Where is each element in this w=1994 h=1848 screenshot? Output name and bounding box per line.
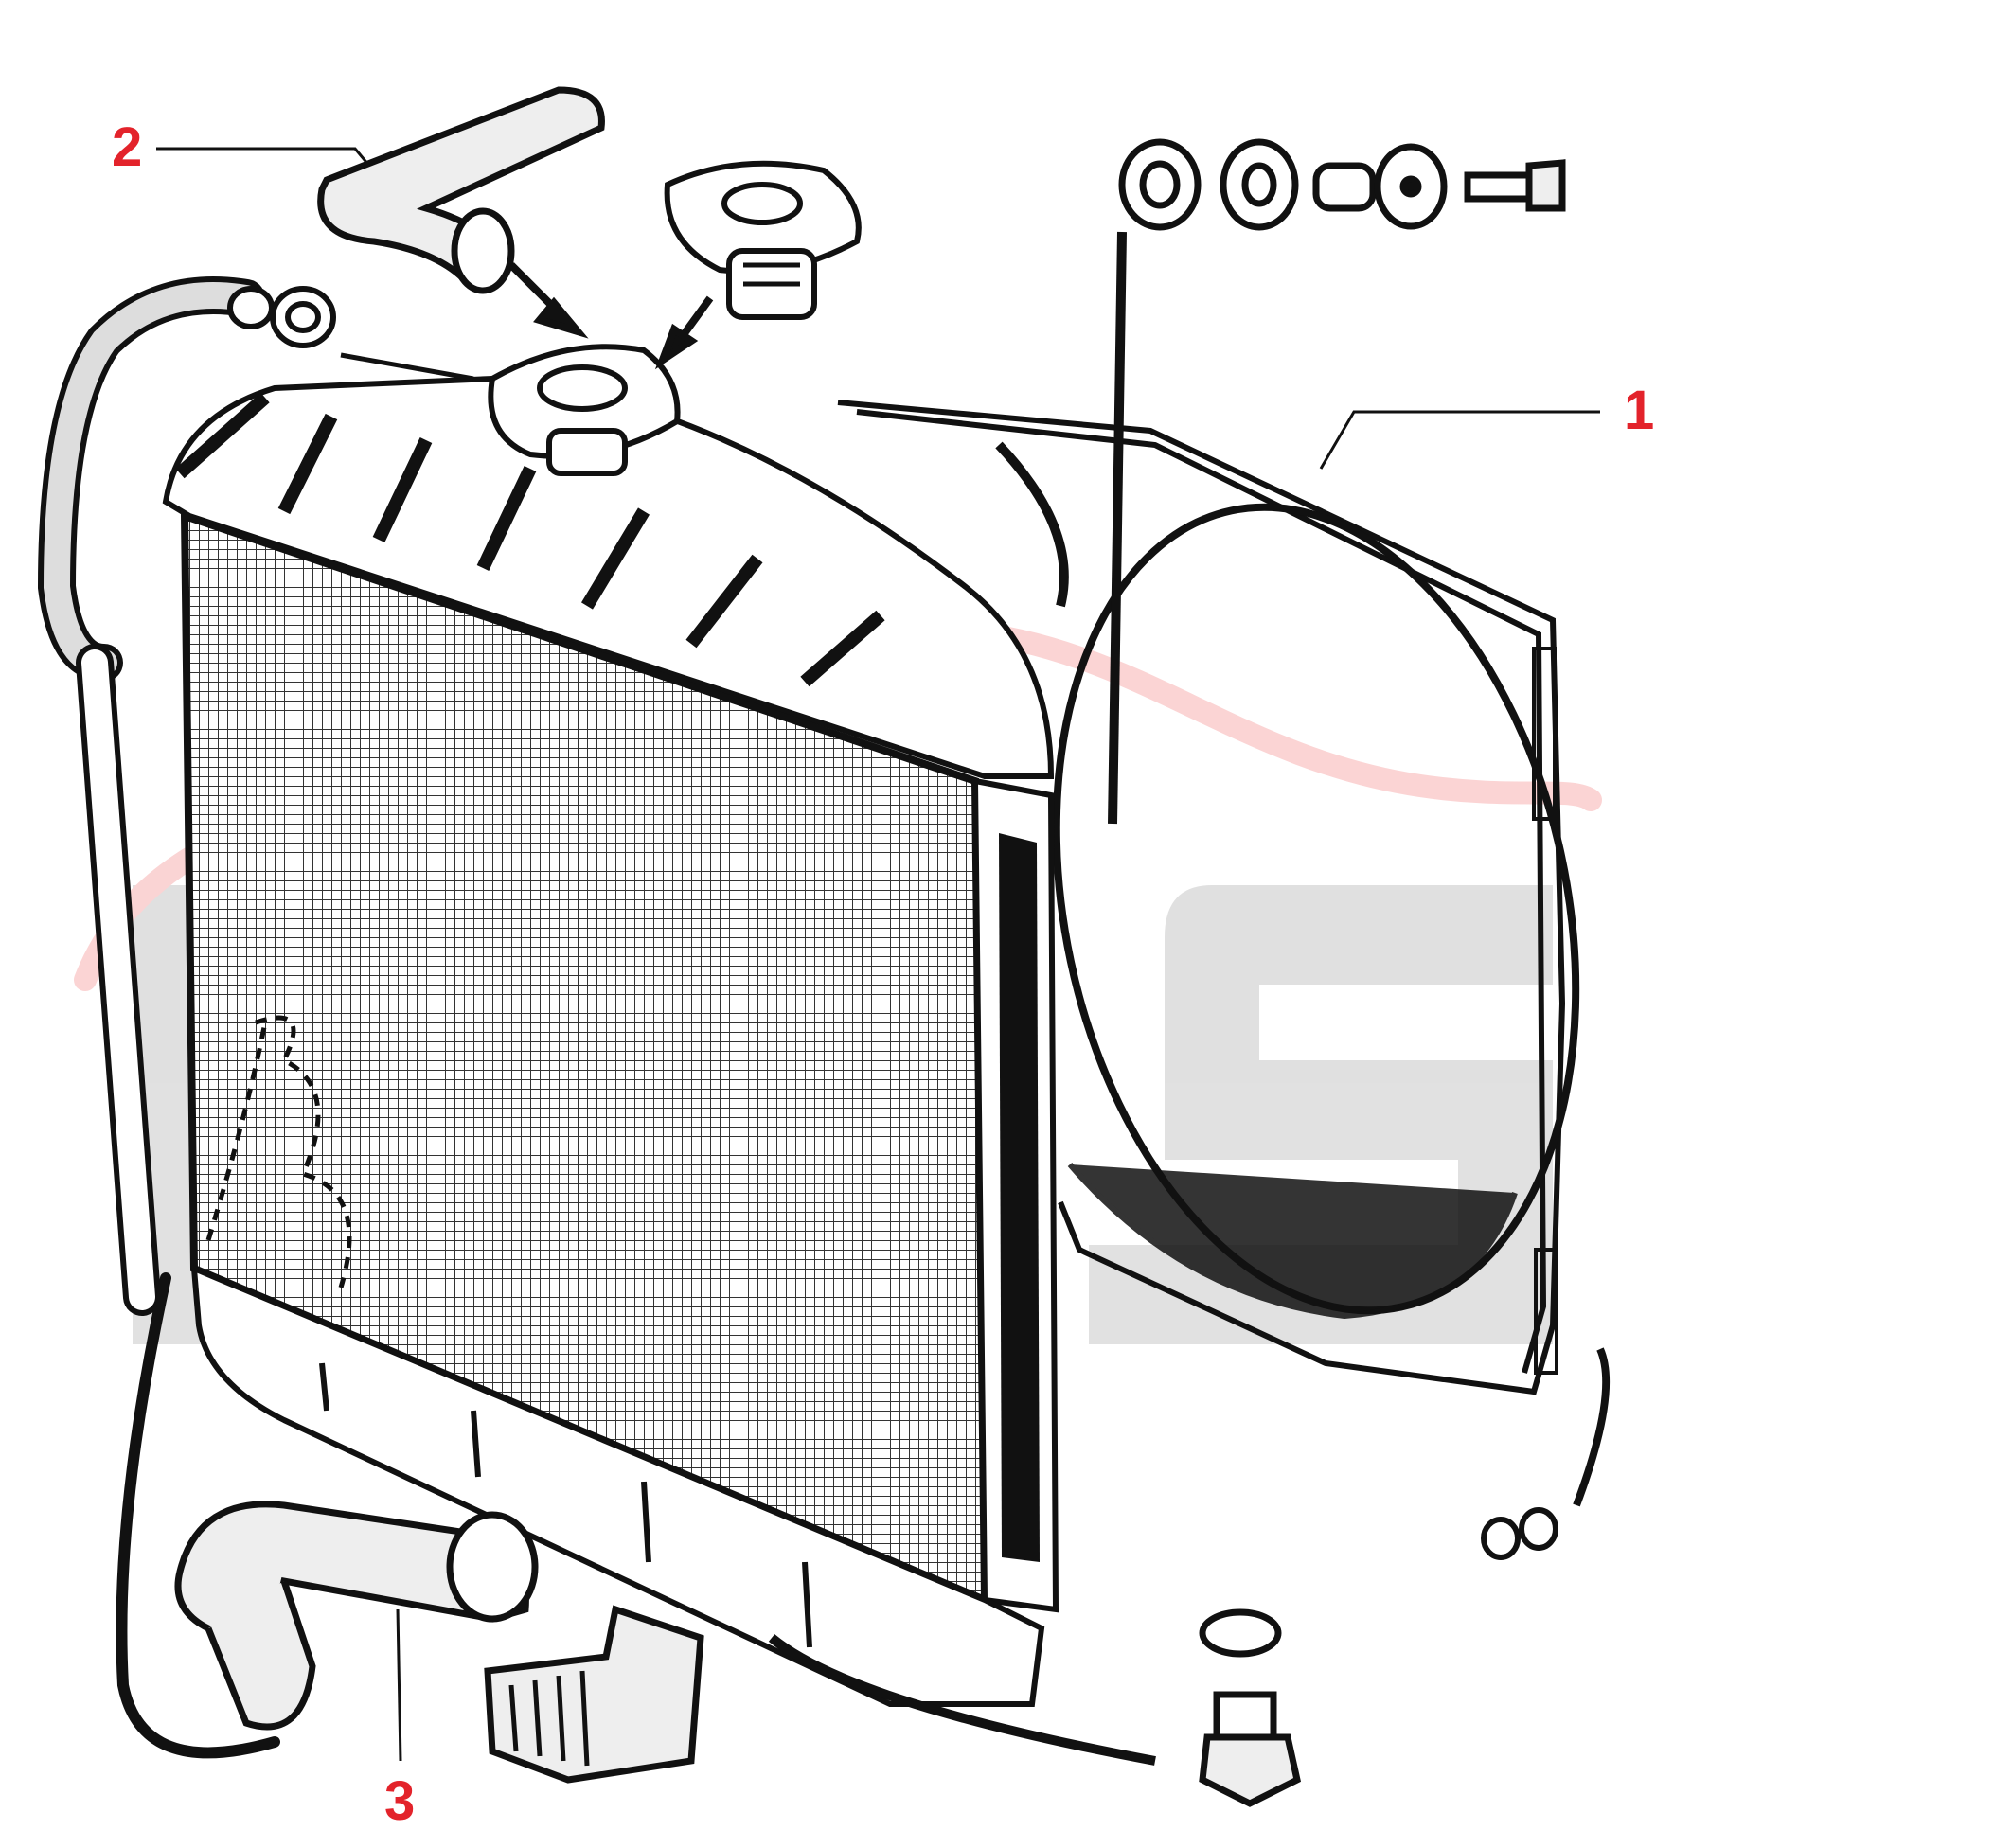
- leader-2: [156, 147, 371, 167]
- leader-3: [396, 1608, 402, 1762]
- mounting-bracket: [484, 1605, 704, 1784]
- upper-hose: [317, 86, 605, 294]
- spare-cap: [664, 160, 862, 320]
- overflow-hose: [37, 276, 280, 1759]
- callout-leaders: [156, 147, 1600, 1762]
- callout-2: 2: [112, 116, 143, 178]
- radiator-cap: [488, 344, 681, 476]
- fan-shroud: [837, 400, 1580, 1395]
- hose-clip: [227, 286, 336, 348]
- assembly-arrows: [508, 262, 714, 370]
- leader-1: [1319, 410, 1600, 470]
- radiator-bottom-tank: [190, 1264, 1045, 1707]
- callout-1: 1: [1624, 380, 1655, 441]
- leader-fastener-top: [1108, 231, 1127, 825]
- lower-hose: [174, 1501, 539, 1731]
- radiator: [162, 375, 1059, 1707]
- fastener-set-top: [1118, 138, 1566, 231]
- leader-drain: [768, 1634, 1156, 1766]
- drain-plug: [1199, 1608, 1302, 1807]
- fastener-set-bottom: [1481, 1347, 1611, 1560]
- callout-3: 3: [384, 1770, 416, 1832]
